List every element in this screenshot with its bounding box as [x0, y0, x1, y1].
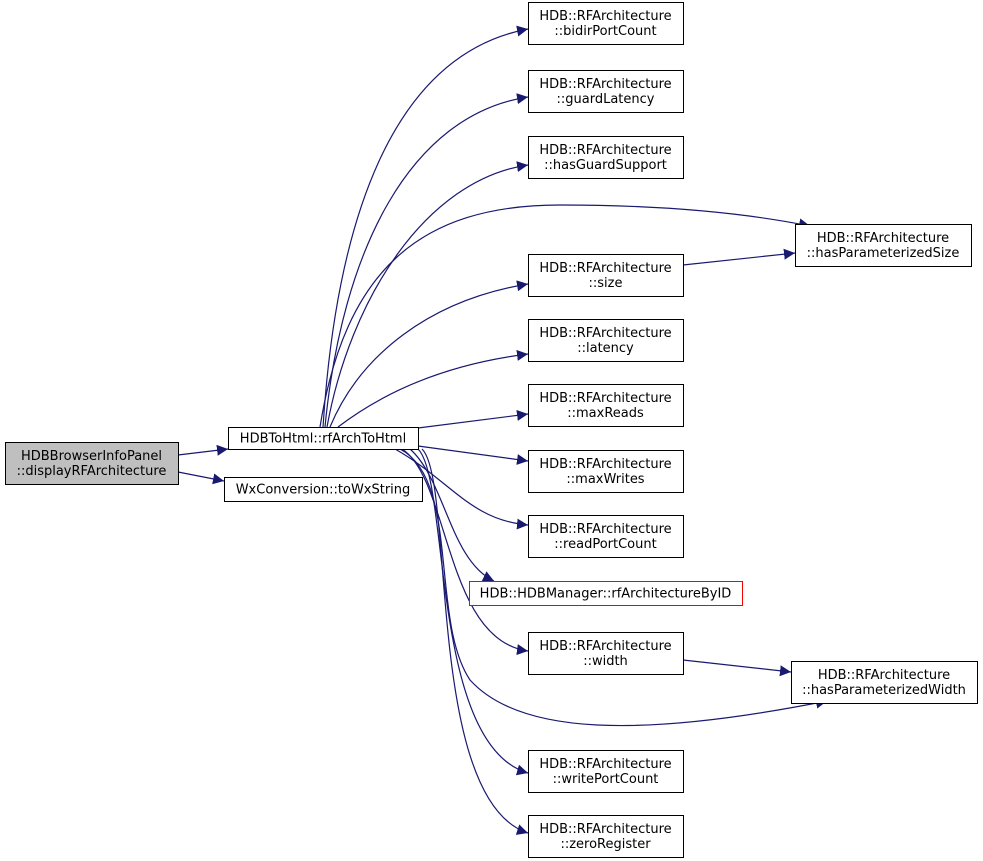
edge-root-to-toWxString — [177, 471, 225, 485]
node-box — [528, 384, 684, 427]
edge-rfArchToHtml-to-writePortCount — [417, 448, 529, 776]
node-writePortCount[interactable]: HDB::RFArchitecture::writePortCount — [528, 750, 684, 793]
node-label: HDB::HDBManager::rfArchitectureByID — [480, 587, 732, 602]
node-box — [528, 70, 684, 113]
node-label: HDB::RFArchitecture — [539, 77, 671, 92]
node-hasParameterizedSize[interactable]: HDB::RFArchitecture::hasParameterizedSiz… — [795, 224, 972, 267]
edge-width-to-hasParameterizedWidth — [682, 659, 792, 677]
node-label: HDB::RFArchitecture — [539, 326, 671, 341]
node-readPortCount[interactable]: HDB::RFArchitecture::readPortCount — [528, 515, 684, 558]
node-box — [228, 427, 419, 450]
node-label: ::latency — [577, 341, 634, 356]
node-label: ::displayRFArchitecture — [17, 464, 167, 479]
node-box — [795, 224, 972, 267]
node-box — [528, 750, 684, 793]
node-label: ::hasParameterizedSize — [807, 246, 960, 261]
edge-rfArchToHtml-to-readPortCount — [394, 448, 529, 530]
node-size[interactable]: HDB::RFArchitecture::size — [528, 254, 684, 297]
node-label: ::size — [589, 276, 623, 291]
node-box — [528, 136, 684, 179]
node-box — [791, 661, 978, 704]
node-label: ::maxReads — [567, 406, 644, 421]
edge-rfArchToHtml-to-hasParameterizedSize — [319, 204, 811, 428]
nodes-layer: HDBBrowserInfoPanel::displayRFArchitectu… — [5, 2, 978, 858]
node-box — [528, 515, 684, 558]
node-label: HDB::RFArchitecture — [539, 757, 671, 772]
node-box — [528, 450, 684, 493]
edge-rfArchToHtml-to-guardLatency — [324, 93, 529, 428]
node-latency[interactable]: HDB::RFArchitecture::latency — [528, 319, 684, 362]
edge-rfArchToHtml-to-hasParameterizedWidth — [399, 448, 828, 727]
node-maxWrites[interactable]: HDB::RFArchitecture::maxWrites — [528, 450, 684, 493]
edge-size-to-hasParameterizedSize — [682, 248, 796, 266]
node-label: WxConversion::toWxString — [236, 483, 411, 498]
node-box — [5, 442, 179, 485]
node-label: HDB::RFArchitecture — [539, 261, 671, 276]
node-label: HDB::RFArchitecture — [539, 522, 671, 537]
edges-layer — [177, 25, 828, 835]
node-label: HDB::RFArchitecture — [539, 639, 671, 654]
node-box — [528, 254, 684, 297]
node-zeroRegister[interactable]: HDB::RFArchitecture::zeroRegister — [528, 815, 684, 858]
edge-rfArchToHtml-to-maxWrites — [417, 445, 529, 465]
node-root[interactable]: HDBBrowserInfoPanel::displayRFArchitectu… — [5, 442, 179, 485]
node-label: HDB::RFArchitecture — [817, 231, 949, 246]
node-box — [224, 477, 423, 502]
node-toWxString[interactable]: WxConversion::toWxString — [224, 477, 423, 502]
node-rfArchToHtml[interactable]: HDBToHtml::rfArchToHtml — [228, 427, 419, 450]
node-label: HDBBrowserInfoPanel — [21, 449, 162, 464]
node-label: ::readPortCount — [554, 537, 656, 552]
edge-rfArchToHtml-to-maxReads — [417, 409, 529, 429]
edge-rfArchToHtml-to-zeroRegister — [421, 448, 529, 835]
edge-rfArchToHtml-to-width — [401, 448, 529, 655]
node-bidirPortCount[interactable]: HDB::RFArchitecture::bidirPortCount — [528, 2, 684, 45]
edge-rfArchToHtml-to-bidirPortCount — [322, 25, 529, 428]
node-hasParameterizedWidth[interactable]: HDB::RFArchitecture::hasParameterizedWid… — [791, 661, 978, 704]
node-label: ::hasParameterizedWidth — [802, 683, 966, 698]
node-label: HDB::RFArchitecture — [539, 143, 671, 158]
node-box — [528, 319, 684, 362]
node-label: HDB::RFArchitecture — [539, 457, 671, 472]
node-box — [528, 632, 684, 675]
node-label: ::hasGuardSupport — [544, 158, 667, 173]
node-label: ::bidirPortCount — [554, 24, 656, 39]
edge-root-to-rfArchToHtml — [177, 444, 229, 456]
node-label: ::guardLatency — [557, 92, 655, 107]
node-box — [528, 815, 684, 858]
node-width[interactable]: HDB::RFArchitecture::width — [528, 632, 684, 675]
node-label: HDB::RFArchitecture — [539, 391, 671, 406]
node-box — [528, 2, 684, 45]
edge-rfArchToHtml-to-size — [329, 280, 529, 428]
node-label: ::writePortCount — [553, 772, 659, 787]
node-label: HDB::RFArchitecture — [539, 822, 671, 837]
edge-rfArchToHtml-to-latency — [337, 349, 529, 428]
node-maxReads[interactable]: HDB::RFArchitecture::maxReads — [528, 384, 684, 427]
node-guardLatency[interactable]: HDB::RFArchitecture::guardLatency — [528, 70, 684, 113]
node-label: HDBToHtml::rfArchToHtml — [240, 432, 406, 447]
node-label: HDB::RFArchitecture — [539, 9, 671, 24]
node-label: ::zeroRegister — [560, 837, 651, 852]
node-hasGuardSupport[interactable]: HDB::RFArchitecture::hasGuardSupport — [528, 136, 684, 179]
node-rfArchitectureByID[interactable]: HDB::HDBManager::rfArchitectureByID — [469, 581, 743, 606]
edge-rfArchToHtml-to-hasGuardSupport — [326, 161, 529, 428]
node-label: ::width — [583, 654, 628, 669]
edge-rfArchToHtml-to-rfArchitectureByID — [409, 448, 495, 582]
node-label: HDB::RFArchitecture — [818, 668, 950, 683]
node-box — [469, 581, 743, 606]
node-label: ::maxWrites — [566, 472, 644, 487]
